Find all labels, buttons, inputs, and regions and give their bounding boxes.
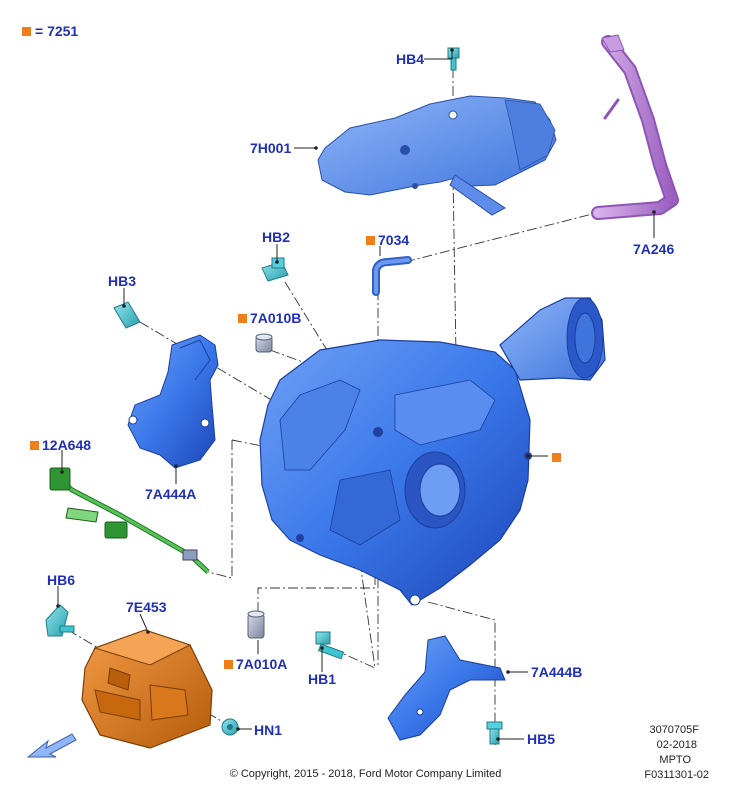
- callout-7034[interactable]: 7034: [366, 232, 409, 248]
- bracket-7a444a[interactable]: [127, 334, 219, 469]
- bolt-hb2[interactable]: [261, 257, 289, 282]
- callout-7a010b[interactable]: 7A010B: [238, 310, 301, 326]
- callout-hn1[interactable]: HN1: [254, 722, 283, 738]
- copyright-notice: © Copyright, 2015 - 2018, Ford Motor Com…: [229, 768, 502, 780]
- callout-7a010a-label: 7A010A: [236, 656, 288, 672]
- callout-7a010a[interactable]: 7A010A: [224, 656, 287, 672]
- orange-marker-icon: [552, 453, 561, 462]
- plug-7a010a[interactable]: [247, 610, 265, 639]
- figure-code: F0311301-02: [644, 769, 709, 781]
- callout-12a648-label: 12A648: [42, 437, 92, 453]
- orange-marker-icon: [30, 441, 39, 450]
- legend: = 7251: [22, 23, 78, 39]
- callout-7e453[interactable]: 7E453: [126, 599, 167, 615]
- bolt-hb3[interactable]: [113, 301, 141, 329]
- nut-hn1[interactable]: [221, 718, 239, 736]
- illustration-date: 02-2018: [656, 739, 697, 751]
- bolt-hb4[interactable]: [447, 47, 460, 71]
- plug-7a010b[interactable]: [255, 333, 273, 353]
- callout-7a010b-label: 7A010B: [250, 310, 302, 326]
- callout-7h001[interactable]: 7H001: [250, 140, 292, 156]
- callout-hb2[interactable]: HB2: [262, 229, 291, 245]
- orange-marker-icon: [238, 314, 247, 323]
- illustration-code: 3070705F: [649, 724, 699, 736]
- callout-hb6[interactable]: HB6: [47, 572, 76, 588]
- bolt-hb6[interactable]: [45, 604, 75, 637]
- breather-tube-7a246[interactable]: [591, 34, 679, 220]
- leader-dots: [56, 48, 656, 741]
- callout-hb1[interactable]: HB1: [308, 671, 337, 687]
- bolt-hb5[interactable]: [486, 721, 503, 745]
- callout-7034-label: 7034: [378, 232, 410, 248]
- callout-hb4[interactable]: HB4: [396, 51, 425, 67]
- orange-marker-icon: [366, 236, 375, 245]
- callout-7a444b[interactable]: 7A444B: [531, 664, 583, 680]
- bolt-hb1[interactable]: [315, 631, 345, 660]
- callout-hb3[interactable]: HB3: [108, 273, 137, 289]
- legend-orange-marker-icon: [22, 27, 31, 36]
- control-module-7e453[interactable]: [81, 629, 213, 749]
- transfer-case-housing[interactable]: [259, 297, 606, 606]
- callout-hb5[interactable]: HB5: [527, 731, 556, 747]
- callout-12a648[interactable]: 12A648: [30, 437, 91, 453]
- vent-fitting-7034[interactable]: [372, 256, 412, 296]
- leader-lines: [57, 50, 655, 740]
- wiring-harness-12a648[interactable]: [49, 467, 210, 574]
- callout-7a246[interactable]: 7A246: [633, 241, 675, 257]
- orange-marker-icon: [224, 660, 233, 669]
- callout-housing-marker[interactable]: [552, 449, 564, 465]
- bracket-7a444b[interactable]: [387, 635, 506, 741]
- illustration-type: MPTO: [659, 754, 691, 766]
- direction-arrow-icon[interactable]: [26, 733, 77, 758]
- heat-shield-7h001[interactable]: [317, 95, 557, 216]
- legend-label: = 7251: [35, 23, 79, 39]
- callout-7a444a[interactable]: 7A444A: [145, 486, 197, 502]
